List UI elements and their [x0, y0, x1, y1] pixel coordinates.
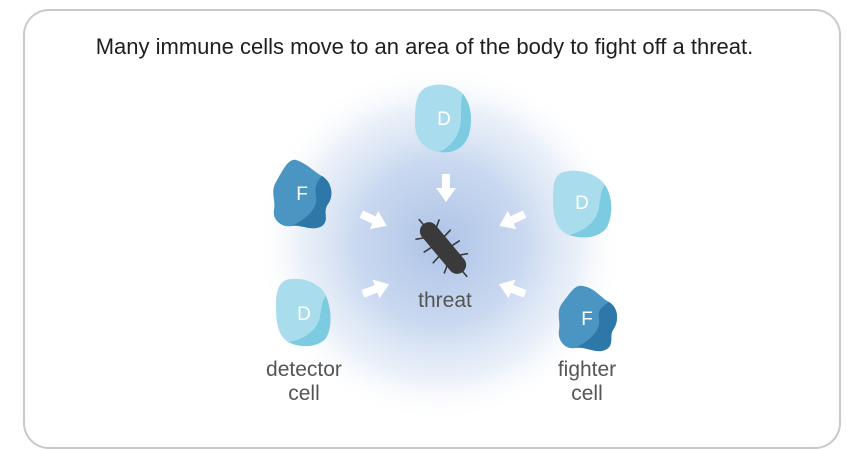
detector-cell-label: detector cell: [244, 358, 364, 406]
detector-label-line1: detector: [244, 358, 364, 382]
detector-label-line2: cell: [244, 382, 364, 406]
fighter-cell-left-letter: F: [287, 184, 317, 206]
fighter-cell-right-letter: F: [572, 309, 602, 331]
fighter-cell-label: fighter cell: [527, 358, 647, 406]
threat-label: threat: [400, 289, 490, 313]
detector-cell-left-letter: D: [289, 304, 319, 326]
fighter-label-line1: fighter: [527, 358, 647, 382]
detector-cell-right-letter: D: [567, 193, 597, 215]
fighter-label-line2: cell: [527, 382, 647, 406]
detector-cell-top-letter: D: [429, 109, 459, 131]
immune-response-diagram: [0, 0, 849, 433]
